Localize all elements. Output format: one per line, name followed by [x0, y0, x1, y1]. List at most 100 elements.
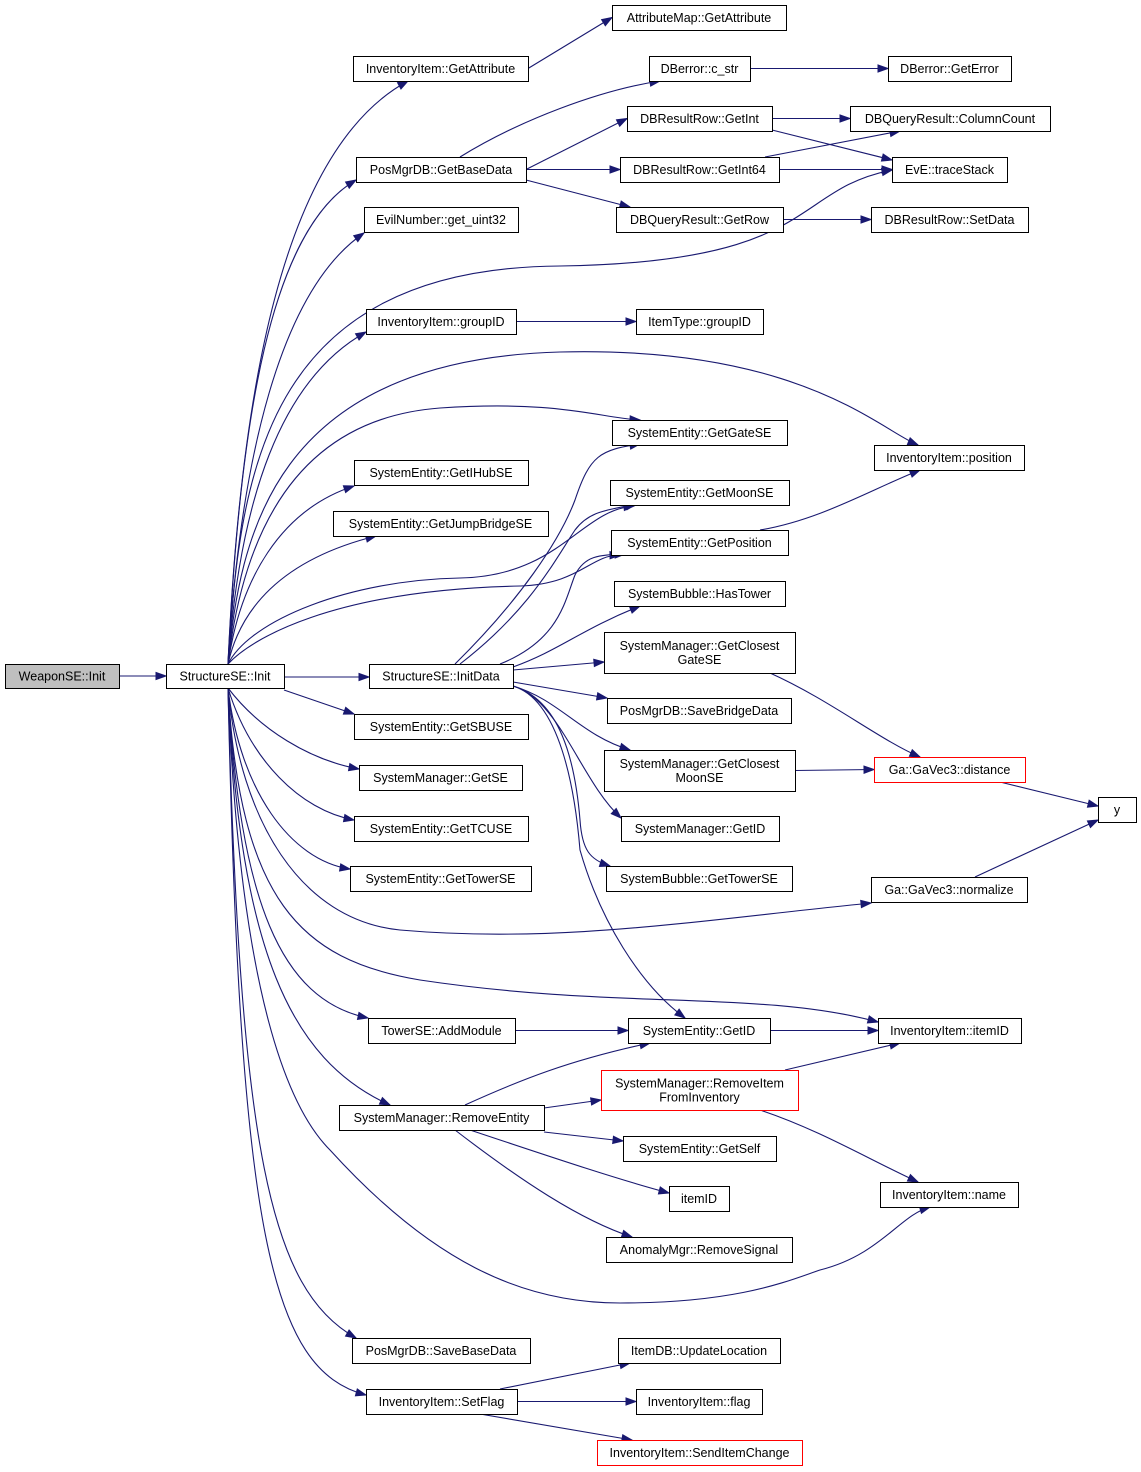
- node-structurese-init[interactable]: StructureSE::Init: [166, 664, 285, 689]
- node-systemmanager-getse[interactable]: SystemManager::GetSE: [359, 765, 523, 791]
- node-box[interactable]: [880, 1182, 1019, 1208]
- node-ga-gavec3-normalize[interactable]: Ga::GaVec3::normalize: [871, 877, 1028, 903]
- node-systementity-getid[interactable]: SystemEntity::GetID: [628, 1018, 771, 1044]
- node-box[interactable]: [354, 714, 529, 740]
- node-inventoryitem-position[interactable]: InventoryItem::position: [874, 445, 1025, 471]
- node-box[interactable]: [636, 1389, 763, 1415]
- node-box[interactable]: [1098, 797, 1137, 823]
- node-box[interactable]: [354, 460, 529, 486]
- node-inventoryitem-groupid[interactable]: InventoryItem::groupID: [366, 309, 517, 335]
- node-posmgrdb-savebridgedata[interactable]: PosMgrDB::SaveBridgeData: [607, 698, 792, 724]
- node-box[interactable]: [597, 1440, 803, 1466]
- node-box[interactable]: [871, 207, 1029, 233]
- node-attributemap-getattribute[interactable]: AttributeMap::GetAttribute: [612, 5, 787, 31]
- node-systementity-getposition[interactable]: SystemEntity::GetPosition: [611, 530, 789, 556]
- node-dberror-geterror[interactable]: DBerror::GetError: [888, 56, 1012, 82]
- node-box[interactable]: [166, 664, 285, 689]
- node-box[interactable]: [366, 1389, 518, 1415]
- node-anomalymgr-removesignal[interactable]: AnomalyMgr::RemoveSignal: [606, 1237, 793, 1263]
- node-dbresultrow-getint64[interactable]: DBResultRow::GetInt64: [620, 157, 780, 183]
- node-itemid[interactable]: itemID: [669, 1186, 730, 1212]
- node-systementity-getself[interactable]: SystemEntity::GetSelf: [623, 1136, 777, 1162]
- node-box[interactable]: [353, 56, 529, 82]
- node-dbresultrow-setdata[interactable]: DBResultRow::SetData: [871, 207, 1029, 233]
- node-box[interactable]: [604, 632, 796, 674]
- node-posmgrdb-savebasedata[interactable]: PosMgrDB::SaveBaseData: [352, 1338, 531, 1364]
- node-box[interactable]: [616, 207, 784, 233]
- node-systementity-gettcuse[interactable]: SystemEntity::GetTCUSE: [354, 816, 529, 842]
- node-box[interactable]: [614, 581, 786, 607]
- node-box[interactable]: [5, 664, 120, 689]
- node-box[interactable]: [356, 157, 527, 183]
- node-systemmanager-getid[interactable]: SystemManager::GetID: [621, 816, 780, 842]
- node-box[interactable]: [892, 157, 1008, 183]
- node-dberror-c-str[interactable]: DBerror::c_str: [649, 56, 751, 82]
- node-box[interactable]: [649, 56, 751, 82]
- node-posmgrdb-getbasedata[interactable]: PosMgrDB::GetBaseData: [356, 157, 527, 183]
- node-systementity-getmoonse[interactable]: SystemEntity::GetMoonSE: [610, 480, 790, 506]
- node-inventoryitem-setflag[interactable]: InventoryItem::SetFlag: [366, 1389, 518, 1415]
- node-inventoryitem-name[interactable]: InventoryItem::name: [880, 1182, 1019, 1208]
- node-inventoryitem-senditemchange[interactable]: InventoryItem::SendItemChange: [597, 1440, 803, 1466]
- node-itemtype-groupid[interactable]: ItemType::groupID: [636, 309, 764, 335]
- node-box[interactable]: [623, 1136, 777, 1162]
- node-box[interactable]: [612, 420, 788, 446]
- node-systembubble-hastower[interactable]: SystemBubble::HasTower: [614, 581, 786, 607]
- node-box[interactable]: [878, 1018, 1022, 1044]
- node-towerse-addmodule[interactable]: TowerSE::AddModule: [368, 1018, 516, 1044]
- node-dbresultrow-getint[interactable]: DBResultRow::GetInt: [627, 106, 773, 132]
- node-box[interactable]: [669, 1186, 730, 1212]
- node-ga-gavec3-distance[interactable]: Ga::GaVec3::distance: [874, 757, 1026, 783]
- node-systementity-getihubse[interactable]: SystemEntity::GetIHubSE: [354, 460, 529, 486]
- node-box[interactable]: [364, 207, 519, 233]
- node-systembubble-gettowerse[interactable]: SystemBubble::GetTowerSE: [606, 866, 793, 892]
- node-box[interactable]: [359, 765, 523, 791]
- node-box[interactable]: [604, 750, 796, 792]
- node-dbqueryresult-getrow[interactable]: DBQueryResult::GetRow: [616, 207, 784, 233]
- node-box[interactable]: [627, 106, 773, 132]
- node-box[interactable]: [888, 56, 1012, 82]
- node-box[interactable]: [874, 445, 1025, 471]
- node-box[interactable]: [606, 1237, 793, 1263]
- node-systementity-getgatese[interactable]: SystemEntity::GetGateSE: [612, 420, 788, 446]
- node-box[interactable]: [369, 664, 514, 689]
- node-systementity-gettowerse[interactable]: SystemEntity::GetTowerSE: [350, 866, 532, 892]
- node-box[interactable]: [611, 530, 789, 556]
- node-box[interactable]: [621, 816, 780, 842]
- node-systementity-getjumpbridgese[interactable]: SystemEntity::GetJumpBridgeSE: [333, 511, 549, 537]
- node-y[interactable]: y: [1098, 797, 1137, 823]
- node-inventoryitem-flag[interactable]: InventoryItem::flag: [636, 1389, 763, 1415]
- node-box[interactable]: [339, 1105, 545, 1131]
- node-box[interactable]: [606, 866, 793, 892]
- node-box[interactable]: [636, 309, 764, 335]
- node-box[interactable]: [601, 1070, 799, 1111]
- node-systemmanager-removeentity[interactable]: SystemManager::RemoveEntity: [339, 1105, 545, 1131]
- node-box[interactable]: [352, 1338, 531, 1364]
- node-box[interactable]: [618, 1338, 781, 1364]
- node-itemdb-updatelocation[interactable]: ItemDB::UpdateLocation: [618, 1338, 781, 1364]
- node-box[interactable]: [354, 816, 529, 842]
- node-inventoryitem-getattribute[interactable]: InventoryItem::GetAttribute: [353, 56, 529, 82]
- node-dbqueryresult-columncount[interactable]: DBQueryResult::ColumnCount: [850, 106, 1051, 132]
- node-box[interactable]: [871, 877, 1028, 903]
- node-evilnumber-get-uint32[interactable]: EvilNumber::get_uint32: [364, 207, 519, 233]
- node-box[interactable]: [850, 106, 1051, 132]
- node-box[interactable]: [333, 511, 549, 537]
- node-weaponse-init[interactable]: WeaponSE::Init: [5, 664, 120, 689]
- node-box[interactable]: [628, 1018, 771, 1044]
- node-box[interactable]: [368, 1018, 516, 1044]
- node-box[interactable]: [350, 866, 532, 892]
- node-box[interactable]: [620, 157, 780, 183]
- node-box[interactable]: [612, 5, 787, 31]
- node-inventoryitem-itemid[interactable]: InventoryItem::itemID: [878, 1018, 1022, 1044]
- node-box[interactable]: [607, 698, 792, 724]
- node-box[interactable]: [874, 757, 1026, 783]
- node-structurese-initdata[interactable]: StructureSE::InitData: [369, 664, 514, 689]
- node-box[interactable]: [366, 309, 517, 335]
- node-box[interactable]: [610, 480, 790, 506]
- node-systementity-getsbuse[interactable]: SystemEntity::GetSBUSE: [354, 714, 529, 740]
- node-eve-tracestack[interactable]: EvE::traceStack: [892, 157, 1008, 183]
